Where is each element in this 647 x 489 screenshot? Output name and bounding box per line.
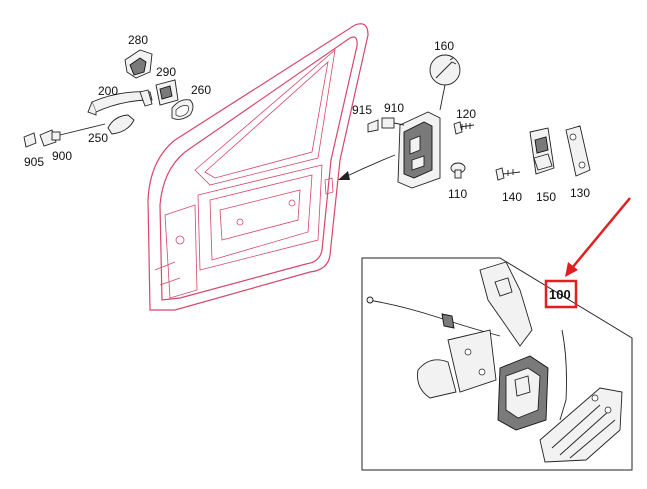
label-915: 915 — [352, 103, 372, 117]
label-260: 260 — [191, 83, 211, 97]
label-150: 150 — [536, 190, 556, 204]
highlight-box — [544, 279, 578, 309]
detail-box — [361, 257, 633, 471]
lock-arrow — [344, 154, 396, 178]
label-140: 140 — [502, 190, 522, 204]
label-120: 120 — [456, 107, 476, 121]
label-910: 910 — [384, 101, 404, 115]
plate-130 — [565, 125, 591, 177]
lock-cylinder-900 — [39, 123, 106, 147]
door-frame — [147, 23, 369, 311]
bolt-110 — [450, 162, 466, 179]
striker-150 — [529, 127, 555, 175]
tool-leader — [439, 84, 446, 111]
lock-unit — [397, 111, 441, 189]
label-160: 160 — [434, 39, 454, 53]
label-130: 130 — [570, 186, 590, 200]
label-290: 290 — [156, 65, 176, 79]
gasket-260 — [171, 99, 194, 120]
label-250: 250 — [88, 131, 108, 145]
screw-140 — [495, 167, 521, 181]
lock-arrowhead — [338, 171, 350, 180]
highlight-arrow-shaft — [571, 197, 631, 269]
detail-parts — [366, 261, 623, 463]
handle-cap-280 — [124, 49, 153, 79]
cable-clip-910 — [381, 117, 405, 129]
label-900: 900 — [52, 149, 72, 163]
tool-icon-160 — [429, 54, 461, 86]
handle-cover-250 — [107, 114, 135, 135]
highlight-arrowhead — [565, 262, 578, 277]
label-100: 100 — [549, 287, 571, 302]
key-905 — [23, 132, 37, 148]
label-200: 200 — [98, 84, 118, 98]
label-110: 110 — [448, 187, 467, 201]
label-905: 905 — [24, 155, 44, 169]
screw-120 — [453, 121, 475, 135]
handle-bracket-290 — [155, 79, 179, 106]
label-280: 280 — [128, 33, 148, 47]
clip-915 — [367, 119, 379, 133]
outer-handle-200 — [87, 89, 153, 116]
